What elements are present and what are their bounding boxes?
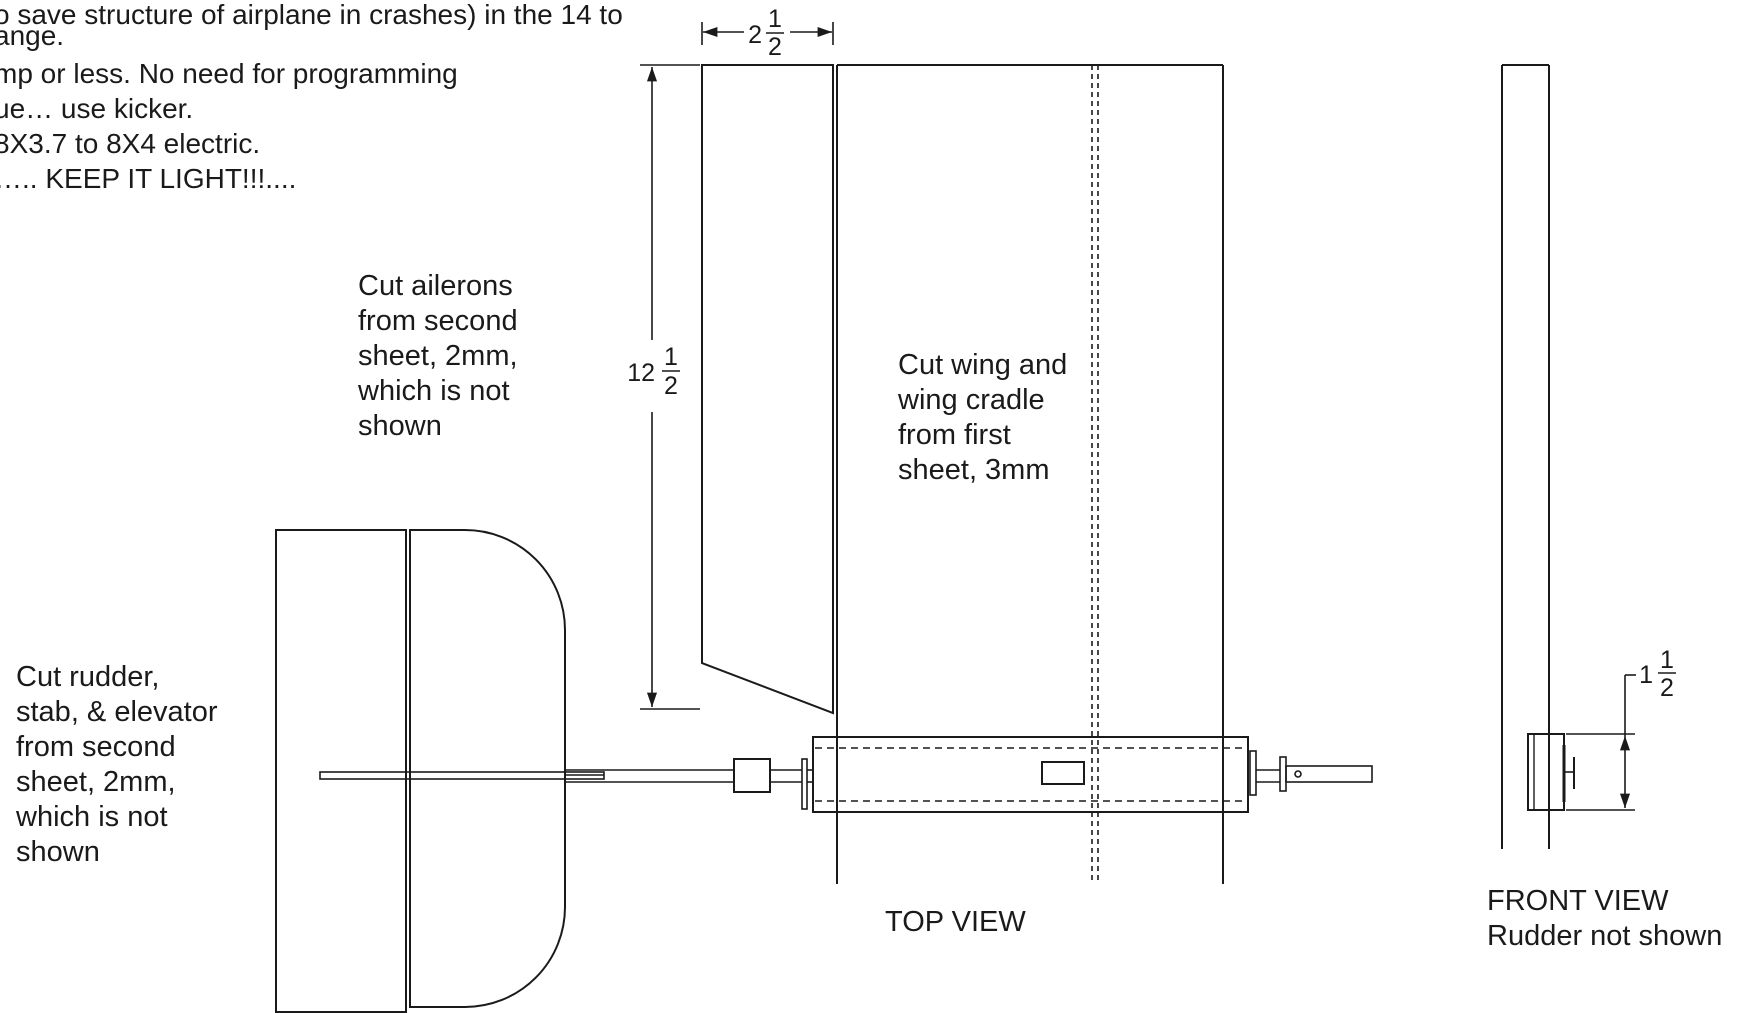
wing-label-line-4: sheet, 3mm (898, 454, 1050, 486)
dimension-wing-chord (640, 64, 700, 710)
dimension-cradle-height-text: 1 1 2 (1639, 646, 1676, 702)
front-view-caption: FRONT VIEW Rudder not shown (1487, 885, 1722, 952)
ailerons-label-line-1: Cut ailerons (358, 270, 513, 302)
tail-label-line-3: from second (16, 731, 176, 763)
tail-label-line-2: stab, & elevator (16, 696, 218, 728)
dim-2-numerator: 1 (768, 5, 782, 33)
elevator-outline (275, 529, 407, 1013)
note-line-6: ….. KEEP IT LIGHT!!!.... (0, 163, 296, 194)
front-view-caption-line-2: Rudder not shown (1487, 920, 1722, 952)
cradle-inner-block (1041, 761, 1085, 785)
front-view (1501, 64, 1575, 849)
dimension-wing-chord-text: 12 1 2 (627, 343, 680, 400)
note-line-2: ange. (0, 20, 64, 51)
ailerons-label-line-4: which is not (357, 375, 510, 407)
dim-1-whole: 1 (1639, 661, 1653, 689)
dimension-aileron-width (701, 22, 834, 45)
rudder-strip (319, 771, 605, 780)
tail-label-line-6: shown (16, 836, 100, 868)
tail-label-line-5: which is not (15, 801, 168, 833)
tail-label-line-4: sheet, 2mm, (16, 766, 176, 798)
right-bracket (1249, 750, 1257, 796)
ailerons-label-line-2: from second (358, 305, 518, 337)
dimension-cradle-height (1566, 674, 1636, 811)
dim-2-whole: 2 (748, 21, 762, 49)
servo-block (733, 758, 771, 793)
label-wing: Cut wing and wing cradle from first shee… (897, 349, 1067, 486)
wing-label-line-1: Cut wing and (898, 349, 1067, 381)
aileron-outline (701, 64, 834, 715)
shaft-pin (1294, 770, 1302, 778)
note-line-4: ue… use kicker. (0, 93, 193, 124)
wing-cradle-box (812, 736, 1249, 813)
fuselage-assembly (565, 736, 1373, 813)
wing-label-line-2: wing cradle (897, 384, 1045, 416)
dim-1-denominator: 2 (1660, 674, 1674, 702)
dim-2-denominator: 2 (768, 33, 782, 61)
left-bracket (801, 758, 808, 810)
dimension-aileron-width-text: 2 1 2 (748, 5, 784, 61)
dim-1-numerator: 1 (1660, 646, 1674, 674)
dim-12-numerator: 1 (664, 343, 678, 371)
wing-label-line-3: from first (898, 419, 1011, 451)
front-view-caption-line-1: FRONT VIEW (1487, 885, 1669, 917)
ailerons-label-line-3: sheet, 2mm, (358, 340, 518, 372)
tail-label-line-1: Cut rudder, (16, 661, 159, 693)
top-view-caption: TOP VIEW (885, 906, 1026, 938)
tail-surfaces (275, 529, 605, 1013)
label-tail: Cut rudder, stab, & elevator from second… (15, 661, 218, 868)
motor-shaft (1285, 765, 1373, 783)
label-ailerons: Cut ailerons from second sheet, 2mm, whi… (357, 270, 518, 442)
motor-plate (1279, 756, 1287, 792)
dim-12-whole: 12 (627, 359, 655, 387)
note-line-3: mp or less. No need for programming (0, 58, 458, 89)
dim-12-denominator: 2 (664, 372, 678, 400)
stab-outline (409, 529, 566, 1008)
ailerons-label-line-5: shown (358, 410, 442, 442)
note-line-1: o save structure of airplane in crashes)… (0, 0, 623, 30)
note-line-5: 8X3.7 to 8X4 electric. (0, 128, 260, 159)
build-notes: o save structure of airplane in crashes)… (0, 0, 623, 194)
